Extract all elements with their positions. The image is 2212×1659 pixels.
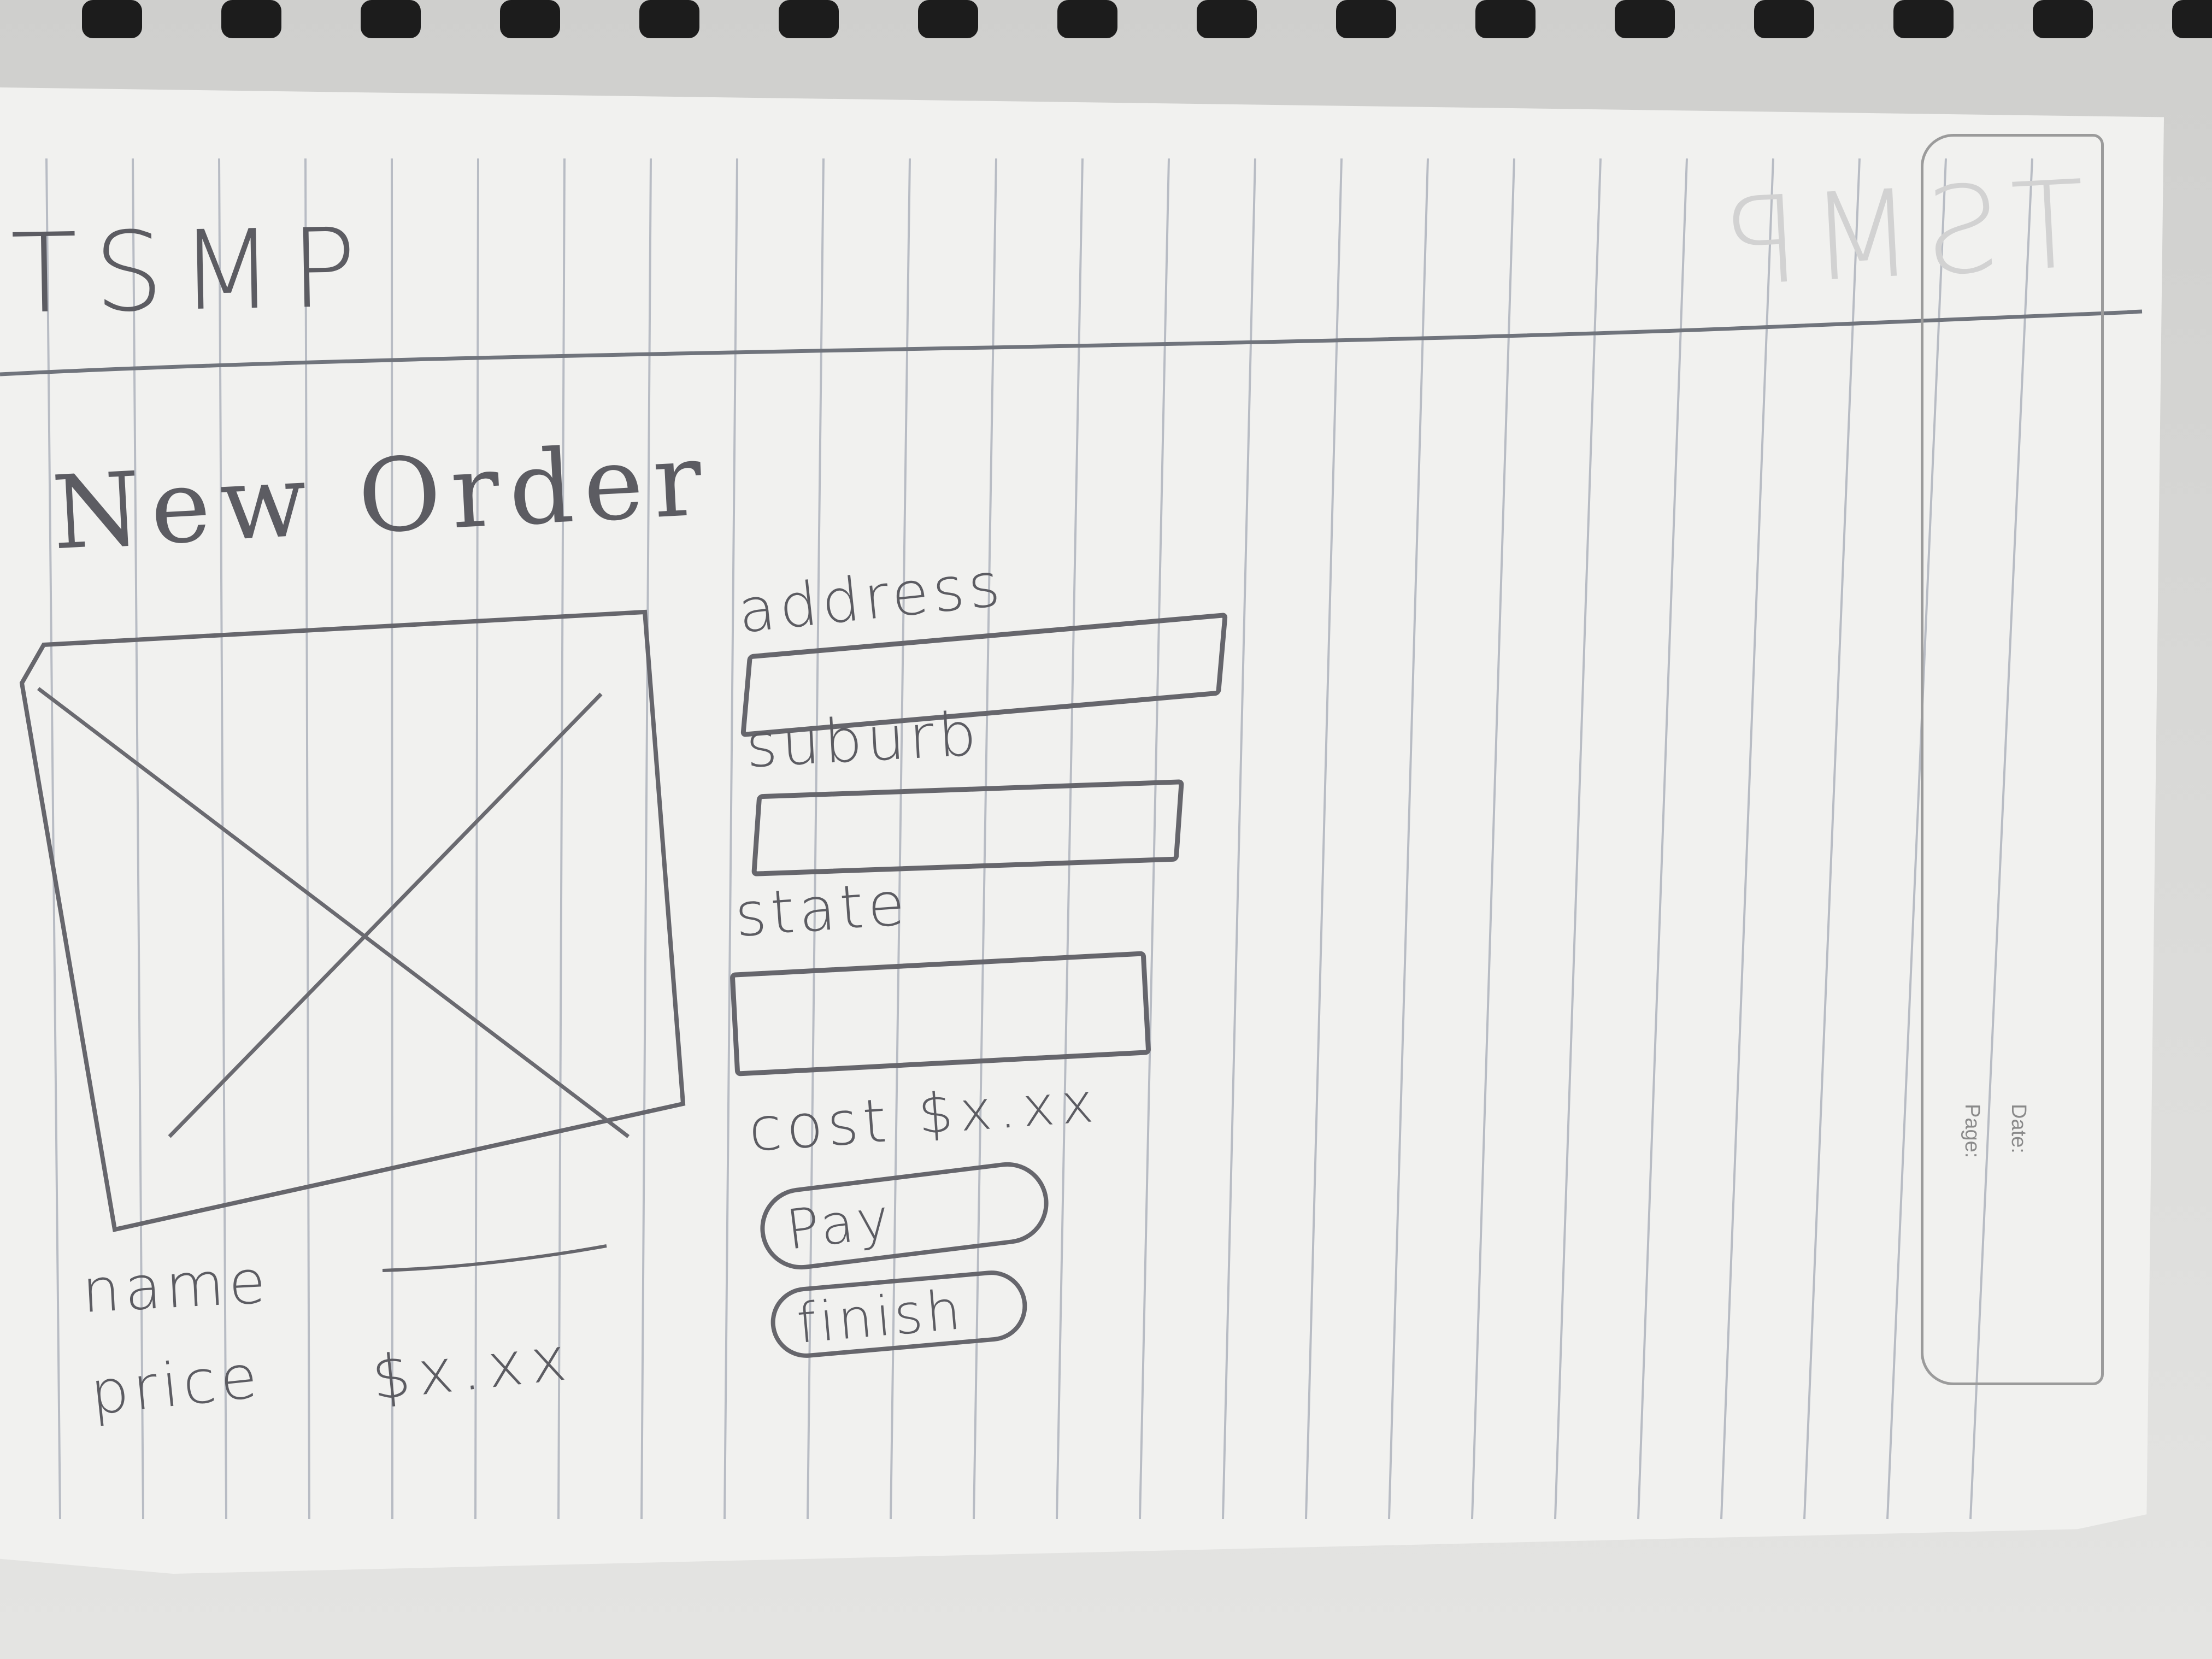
spiral-ring — [221, 0, 281, 38]
spiral-ring — [918, 0, 978, 38]
ruled-line — [1803, 158, 1861, 1520]
ruled-line — [1637, 158, 1688, 1520]
spiral-ring — [1615, 0, 1675, 38]
image-placeholder-cross-b — [168, 692, 603, 1138]
ruled-line — [1388, 158, 1429, 1520]
ruled-line — [557, 158, 566, 1520]
spiral-ring — [1197, 0, 1257, 38]
notebook-page-label: Page: — [1961, 1104, 1984, 1158]
spiral-ring — [1057, 0, 1117, 38]
ruled-line — [304, 158, 310, 1520]
ruled-line — [218, 158, 227, 1520]
spiral-ring — [779, 0, 839, 38]
ruled-line — [1969, 158, 2033, 1520]
spiral-ring — [1754, 0, 1814, 38]
ruled-line — [1471, 158, 1515, 1520]
image-placeholder-frame — [19, 609, 686, 1232]
ruled-line — [723, 158, 738, 1520]
ruled-line — [1305, 158, 1343, 1520]
image-placeholder-cross-a — [37, 687, 630, 1138]
app-brand: TSMP — [10, 204, 374, 338]
ruled-line — [1886, 158, 1947, 1520]
state-input[interactable] — [730, 951, 1151, 1076]
spiral-ring — [1336, 0, 1396, 38]
spiral-ring — [1893, 0, 1954, 38]
header-divider — [0, 309, 2143, 376]
spiral-ring — [500, 0, 560, 38]
ruled-line — [1720, 158, 1774, 1520]
spiral-ring — [639, 0, 699, 38]
name-underline — [382, 1244, 607, 1272]
spiral-binding — [82, 0, 2212, 38]
ruled-line — [1222, 158, 1256, 1520]
notebook-date-label: Date: — [2007, 1104, 2030, 1154]
suburb-label: suburb — [744, 698, 983, 781]
ruled-line — [1554, 158, 1602, 1520]
notebook-margin-tab — [1921, 134, 2104, 1385]
spiral-ring — [361, 0, 421, 38]
spiral-ring — [2033, 0, 2093, 38]
cost-label: cost — [746, 1085, 893, 1165]
spiral-ring — [1475, 0, 1536, 38]
state-label: state — [732, 868, 911, 950]
spiral-ring — [82, 0, 142, 38]
suburb-input[interactable] — [751, 779, 1185, 876]
cost-value: $x.xx — [916, 1070, 1102, 1147]
ruled-line — [474, 158, 479, 1520]
spiral-ring — [2172, 0, 2212, 38]
ruled-line — [45, 158, 61, 1520]
ruled-line — [132, 158, 144, 1520]
product-name-label: name — [80, 1246, 272, 1326]
ruled-line — [640, 158, 652, 1520]
